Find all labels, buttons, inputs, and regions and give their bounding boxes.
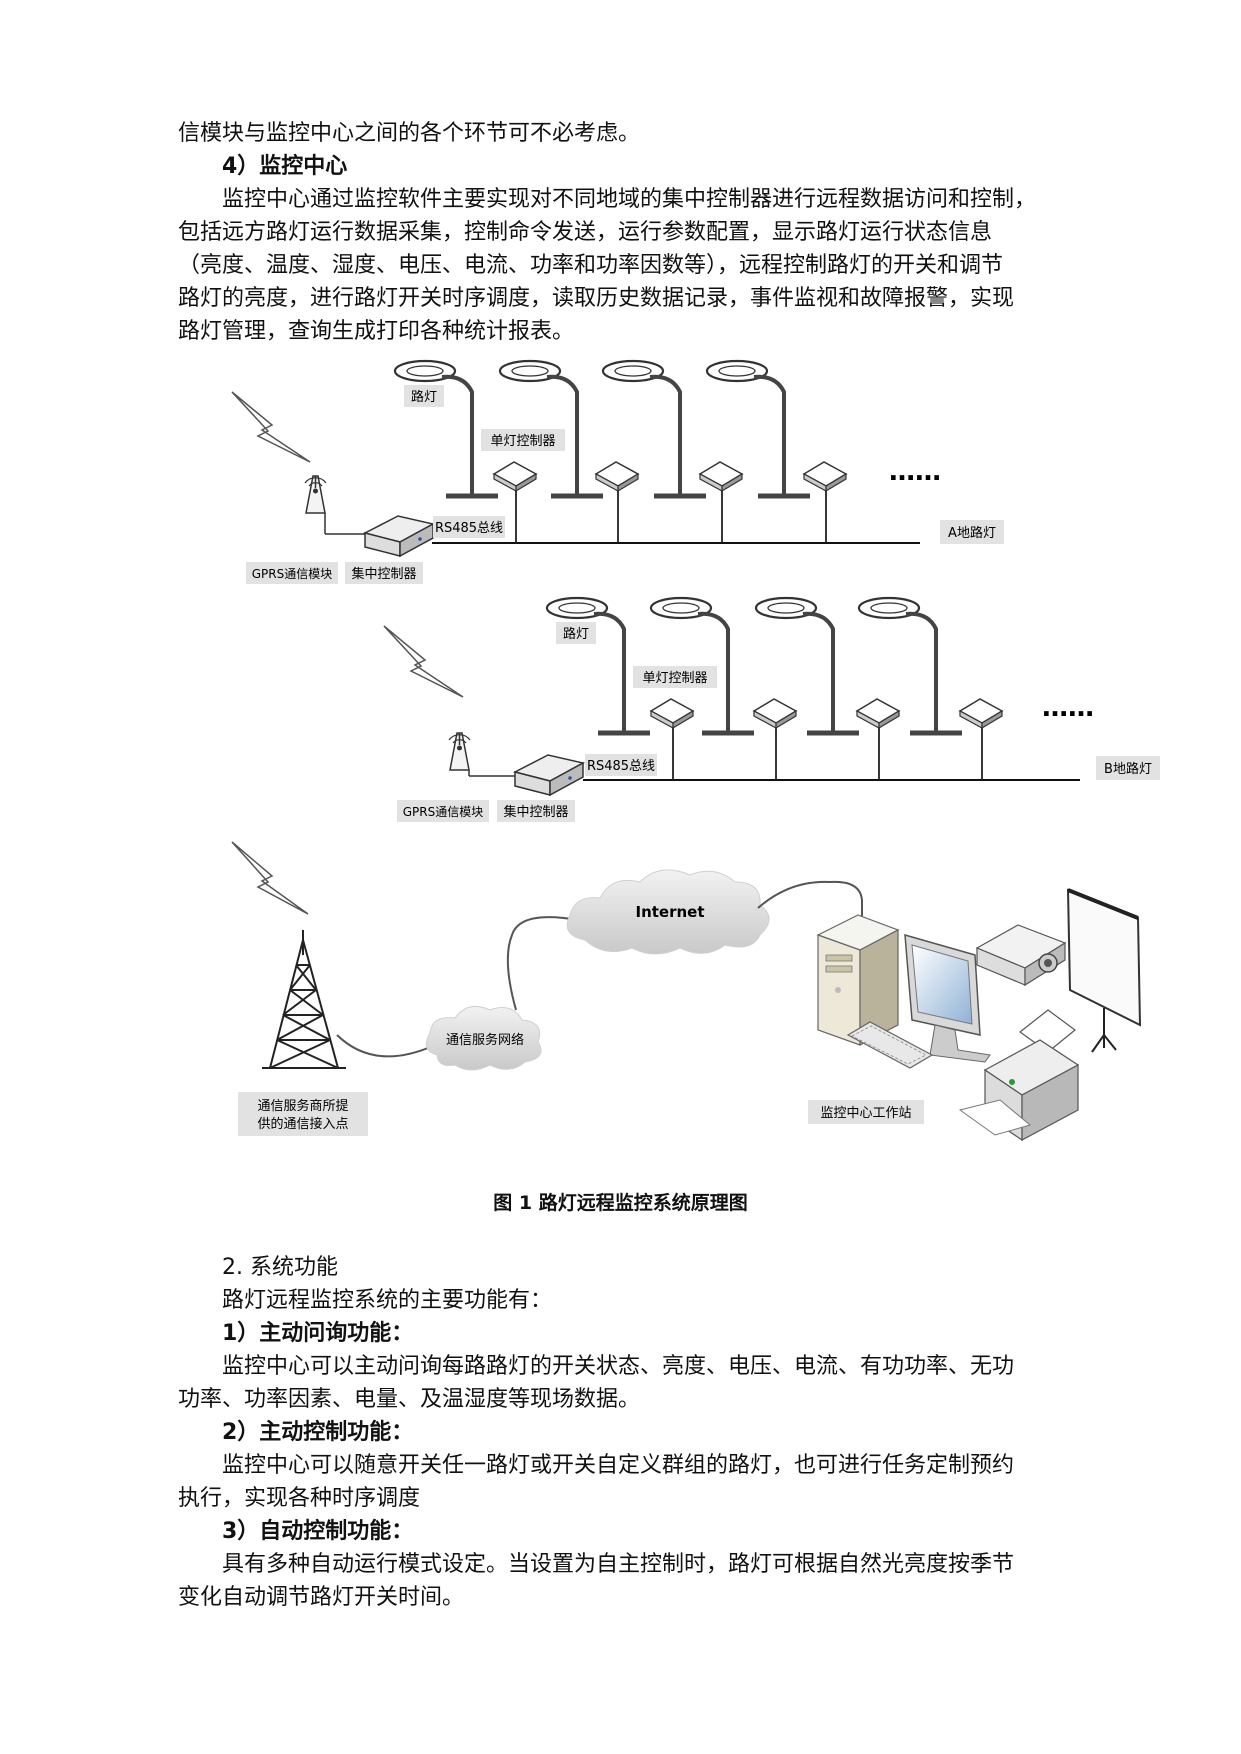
wireless-signal-icon [383,625,464,698]
service-network-label: 通信服务网络 [446,1032,524,1048]
paragraph-line: 信模块与监控中心之间的各个环节可不必考虑。 [178,121,641,146]
more-indicator: …… [1042,693,1094,723]
service-network-cloud-icon [425,1005,542,1071]
wireless-signal-icon [231,391,311,463]
internet-label: Internet [635,903,704,921]
street-lamp [393,359,498,499]
single-lamp-controller-icon [958,698,1004,780]
projector-icon [975,924,1067,987]
bus-label: RS485总线 [587,759,655,774]
bus-label: RS485总线 [435,521,503,536]
paragraph-line: 路灯远程监控系统的主要功能有： [222,1288,553,1313]
access-point-label: 供的通信接入点 [257,1116,348,1132]
central-controller-label: 集中控制器 [503,804,568,820]
region-label: A地路灯 [948,525,996,541]
monitor-icon [904,933,991,1063]
paragraph-line: 执行，实现各种时序调度 [178,1486,421,1511]
single-lamp-controller-icon [649,698,695,780]
region-label: B地路灯 [1104,761,1152,777]
paragraph-line: 监控中心通过监控软件主要实现对不同地域的集中控制器进行远程数据访问和控制， [222,187,1037,212]
internet-cloud-icon [566,869,770,955]
gprs-label: GPRS通信模块 [252,567,333,581]
paragraph-line: 包括远方路灯运行数据采集，控制命令发送，运行参数配置，显示路灯运行状态信息 [178,220,993,245]
more-indicator: …… [889,457,941,487]
antenna-icon [448,732,471,771]
controller-label: 单灯控制器 [490,434,555,449]
street-lamp [601,359,706,499]
gprs-label: GPRS通信模块 [403,805,484,819]
street-lamp [857,596,962,736]
street-lamp [498,359,603,499]
street-lamp [705,359,810,499]
figure-caption: 图 1 路灯远程监控系统原理图 [493,1192,748,1214]
paragraph-line: 监控中心可以随意开关任一路灯或开关自定义群组的路灯，也可进行任务定制预约 [222,1453,1015,1478]
paragraph-line: 功率、功率因素、电量、及温湿度等现场数据。 [178,1387,641,1412]
single-lamp-controller-icon [752,698,798,780]
section-a: 路灯 单灯控制器 RS485总线 A地路灯 GPRS通信模块 集中控制器 …… [231,359,1004,584]
single-lamp-controller-icon [802,461,848,543]
section-b: 路灯 单灯控制器 RS485总线 B地路灯 GPRS通信模块 集中控制器 …… [383,596,1160,822]
paragraph-line: 变化自动调节路灯开关时间。 [178,1585,465,1610]
lamp-label: 路灯 [563,626,589,642]
workstation-label: 监控中心工作站 [820,1106,911,1121]
street-lamp [649,596,754,736]
printer-icon [958,1009,1080,1142]
paragraph-line: 路灯的亮度，进行路灯开关时序调度，读取历史数据记录，事件监视和故障报警，实现 [178,286,1015,311]
section-network: Internet 通信服务网络 通信服务商所提 供的通信接入点 监控中心工作站 [231,841,1142,1142]
single-lamp-controller-icon [492,461,538,543]
heading-function-1: 1）主动问询功能： [222,1321,414,1346]
central-controller-icon [512,754,586,797]
street-lamp [545,596,650,736]
access-point-label: 通信服务商所提 [257,1098,348,1114]
central-controller-label: 集中控制器 [351,566,416,582]
lamp-label: 路灯 [411,389,437,405]
communication-tower-icon [262,930,346,1069]
street-lamp [754,596,859,736]
keyboard-icon [846,1021,934,1069]
paragraph-line: 监控中心可以主动问询每路路灯的开关状态、亮度、电压、电流、有功功率、无功 [222,1354,1015,1379]
heading-monitor-center: 4）监控中心 [222,154,348,179]
single-lamp-controller-icon [855,698,901,780]
single-lamp-controller-icon [594,461,640,543]
heading-function-3: 3）自动控制功能： [222,1519,414,1544]
controller-label: 单灯控制器 [642,671,707,686]
heading-system-functions: 2. 系统功能 [222,1255,338,1280]
projection-screen-icon [1066,888,1142,1053]
system-diagram: 路灯 单灯控制器 RS485总线 A地路灯 GPRS通信模块 集中控制器 …… [231,359,1160,1142]
paragraph-line: 具有多种自动运行模式设定。当设置为自主控制时，路灯可根据自然光亮度按季节 [222,1552,1015,1577]
antenna-icon [304,475,327,514]
paragraph-line: 路灯管理，查询生成打印各种统计报表。 [178,319,575,344]
heading-function-2: 2）主动控制功能： [222,1420,414,1445]
paragraph-line: （亮度、温度、湿度、电压、电流、功率和功率因数等），远程控制路灯的开关和调节 [178,253,1004,278]
wireless-signal-icon [231,841,309,915]
computer-tower-icon [816,914,900,1046]
single-lamp-controller-icon [698,461,744,543]
central-controller-icon [362,515,436,558]
